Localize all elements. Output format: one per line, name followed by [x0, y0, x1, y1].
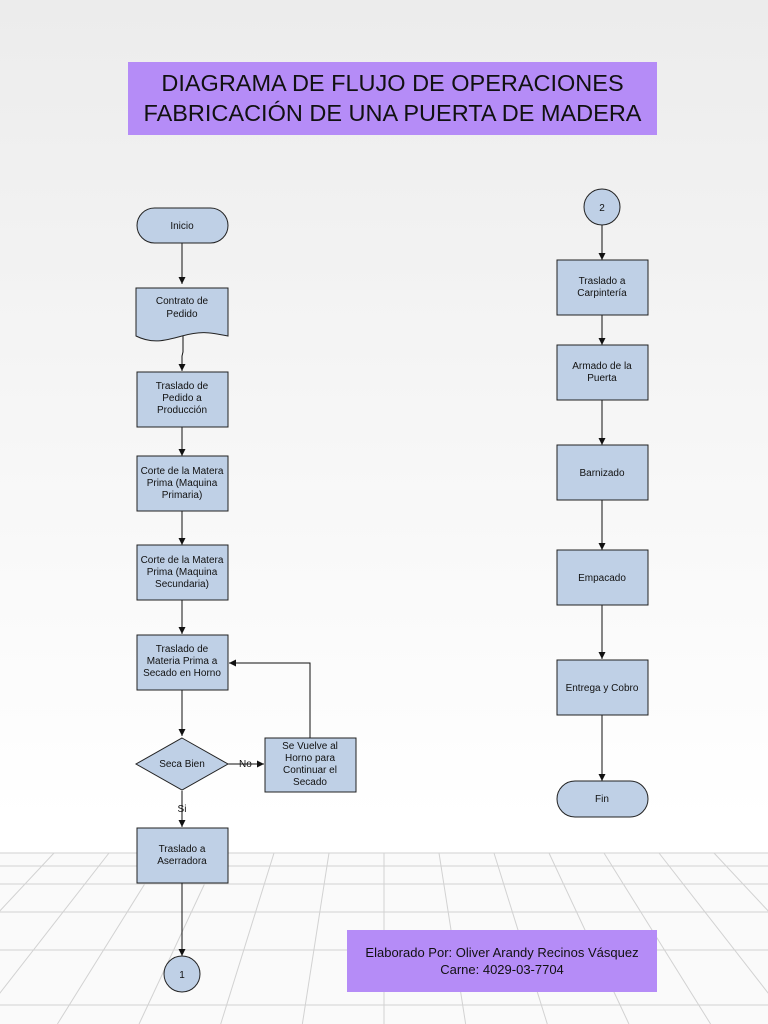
- node-step4: Traslado de Materia Prima a Secado en Ho…: [136, 634, 229, 691]
- node-end: Fin: [556, 780, 649, 818]
- node-step1-line1: Traslado de: [156, 381, 209, 392]
- node-connector-2-label: 2: [599, 203, 605, 214]
- node-step1-line2: Pedido a: [162, 393, 202, 404]
- node-step2-line2: Prima (Maquina: [147, 478, 218, 489]
- node-connector-1-label: 1: [179, 970, 185, 981]
- node-r-step1-line1: Traslado a: [579, 276, 626, 287]
- node-document-line2: Pedido: [166, 309, 198, 320]
- node-end-label: Fin: [595, 794, 609, 805]
- credit-line-2: Carne: 4029-03-7704: [440, 962, 564, 977]
- node-step5-line2: Aserradora: [157, 856, 207, 867]
- floor-ray-4: [0, 852, 110, 994]
- node-r-step1-line2: Carpintería: [577, 288, 627, 299]
- node-r-step3-label: Barnizado: [579, 468, 624, 479]
- node-step3: Corte de la Matera Prima (Maquina Secund…: [136, 544, 229, 601]
- node-r-step1: Traslado a Carpintería: [556, 259, 649, 316]
- floor-ray-7: [220, 852, 275, 1024]
- node-step1: Traslado de Pedido a Producción: [136, 371, 229, 428]
- floor-ray-13: [603, 852, 711, 1024]
- credit-line-1: Elaborado Por: Oliver Arandy Recinos Vás…: [365, 945, 639, 960]
- node-step5: Traslado a Aserradora: [136, 827, 229, 884]
- node-decision-label: Seca Bien: [159, 759, 205, 770]
- floor-ray-15: [713, 852, 768, 912]
- node-loop-line3: Continuar el: [283, 765, 337, 776]
- node-r-step5: Entrega y Cobro: [556, 659, 649, 716]
- node-connector-1: 1: [163, 955, 201, 993]
- title-line-1: DIAGRAMA DE FLUJO DE OPERACIONES: [161, 70, 624, 96]
- diagram-title: DIAGRAMA DE FLUJO DE OPERACIONES FABRICA…: [128, 62, 657, 135]
- node-step1-line3: Producción: [157, 405, 207, 416]
- node-step2-line1: Corte de la Matera: [141, 466, 224, 477]
- node-step4-line2: Materia Prima a: [147, 656, 218, 667]
- node-step2: Corte de la Matera Prima (Maquina Primar…: [136, 455, 229, 512]
- node-r-step2-line1: Armado de la: [572, 361, 632, 372]
- node-loop-line1: Se Vuelve al: [282, 741, 338, 752]
- node-step4-line1: Traslado de: [156, 644, 209, 655]
- arrow-loop-back: [229, 659, 311, 738]
- node-loop-line4: Secado: [293, 777, 327, 788]
- node-document-line1: Contrato de: [156, 296, 209, 307]
- node-step3-line2: Prima (Maquina: [147, 567, 218, 578]
- node-r-step4: Empacado: [556, 549, 649, 606]
- node-r-step3: Barnizado: [556, 444, 649, 501]
- title-line-2: FABRICACIÓN DE UNA PUERTA DE MADERA: [143, 100, 642, 126]
- node-r-step4-label: Empacado: [578, 573, 626, 584]
- label-no: No: [239, 759, 252, 770]
- floor-ray-3: [0, 852, 55, 912]
- node-step4-line3: Secado en Horno: [143, 668, 221, 679]
- node-start: Inicio: [136, 207, 229, 244]
- node-r-step2-line2: Puerta: [587, 373, 617, 384]
- node-document: Contrato de Pedido: [135, 287, 229, 342]
- node-r-step5-label: Entrega y Cobro: [566, 683, 639, 694]
- floor-ray-8: [301, 852, 330, 1024]
- node-r-step2: Armado de la Puerta: [556, 344, 649, 401]
- node-step2-line3: Primaria): [162, 490, 203, 501]
- floor-ray-14: [658, 852, 768, 994]
- node-step3-line3: Secundaria): [155, 579, 209, 590]
- arrow-document-to-step1: [178, 336, 186, 371]
- node-loop-box: Se Vuelve al Horno para Continuar el Sec…: [264, 737, 357, 793]
- node-start-label: Inicio: [170, 221, 194, 232]
- node-decision: Seca Bien: [134, 737, 230, 791]
- node-step5-line1: Traslado a: [159, 844, 206, 855]
- node-step3-line1: Corte de la Matera: [141, 555, 224, 566]
- node-loop-line2: Horno para: [285, 753, 335, 764]
- label-yes: Si: [178, 804, 187, 815]
- node-connector-2: 2: [583, 188, 621, 226]
- author-credit: Elaborado Por: Oliver Arandy Recinos Vás…: [347, 930, 657, 992]
